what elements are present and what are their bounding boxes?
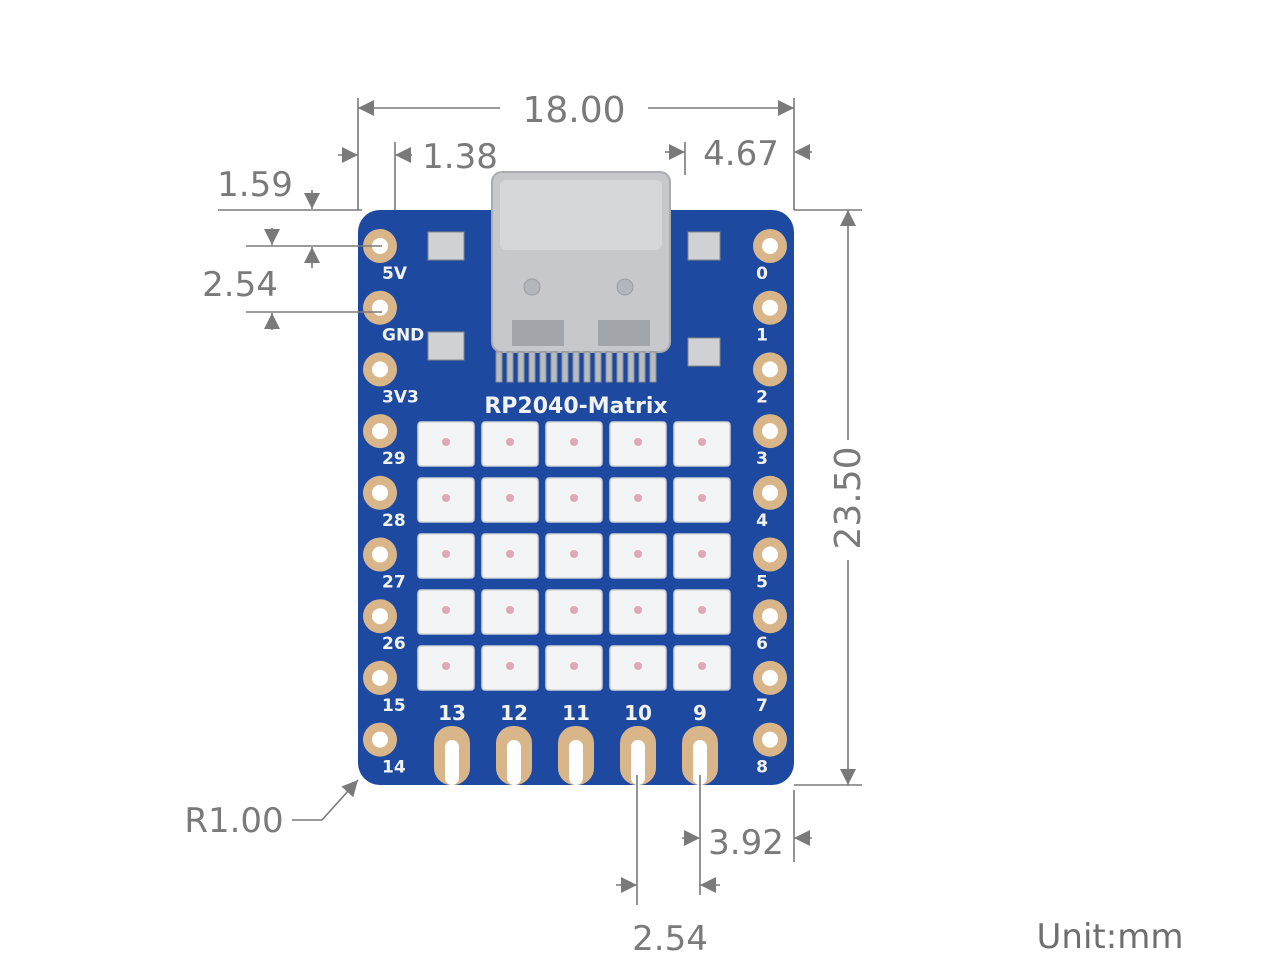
led: [673, 533, 731, 579]
bottom-pin-label: 9: [693, 701, 707, 725]
right-offset-label: 4.67: [703, 134, 779, 174]
led: [417, 421, 475, 467]
overhang-label: 1.59: [217, 165, 293, 205]
right-pin-label: 7: [756, 696, 768, 716]
bottom-offset-label: 3.92: [708, 823, 784, 863]
left-pin-label: 26: [382, 634, 406, 654]
left-pin-27: 27: [363, 537, 406, 593]
right-pin-label: 6: [756, 634, 768, 654]
led: [481, 645, 539, 691]
left-pin-14: 14: [363, 722, 406, 778]
led: [481, 589, 539, 635]
led: [673, 645, 731, 691]
left-pin-label: 28: [382, 511, 406, 531]
led: [417, 477, 475, 523]
right-pin-label: 0: [756, 264, 768, 284]
right-pin-label: 3: [756, 449, 768, 469]
right-pin-7: 7: [753, 660, 787, 716]
bottom-pin-label: 10: [624, 701, 652, 725]
led: [417, 533, 475, 579]
bottom-pin-label: 12: [500, 701, 528, 725]
left-pin-label: 5V: [382, 264, 408, 284]
left-pin-label: GND: [382, 326, 424, 346]
led: [545, 589, 603, 635]
bottom-pin-12: 12: [496, 701, 532, 785]
left-pin-label: 27: [382, 573, 406, 593]
right-pin-1: 1: [753, 290, 787, 346]
bottom-pin-10: 10: [620, 701, 656, 785]
left-pin-28: 28: [363, 475, 406, 531]
left-pin-label: 29: [382, 449, 406, 469]
unit-label: Unit:mm: [1037, 917, 1184, 957]
bottom-pin-label: 11: [562, 701, 590, 725]
corner-radius-label: R1.00: [184, 801, 283, 841]
led: [545, 645, 603, 691]
bottom-pin-13: 13: [434, 701, 470, 785]
led: [609, 589, 667, 635]
right-pin-6: 6: [753, 599, 787, 654]
led: [609, 477, 667, 523]
led: [545, 477, 603, 523]
left-pin-label: 14: [382, 758, 406, 778]
right-pin-8: 8: [753, 722, 787, 778]
led: [481, 421, 539, 467]
right-pin-label: 4: [756, 511, 768, 531]
height-label: 23.50: [828, 446, 869, 549]
right-pin-label: 8: [756, 758, 768, 778]
led: [417, 589, 475, 635]
right-pin-5: 5: [753, 537, 787, 593]
led: [545, 533, 603, 579]
bottom-pin-11: 11: [558, 701, 594, 785]
pin-pitch-label: 2.54: [202, 265, 278, 305]
led: [481, 477, 539, 523]
right-pin-0: 0: [753, 229, 787, 284]
led: [609, 645, 667, 691]
bottom-header: 13 12 11 10 9: [434, 701, 718, 785]
bottom-pin-9: 9: [682, 701, 718, 785]
led-matrix: [417, 421, 731, 691]
usb-pins: [495, 351, 657, 383]
left-offset-label: 1.38: [422, 137, 498, 177]
usb-c-connector: [427, 171, 721, 383]
bottom-pin-label: 13: [438, 701, 466, 725]
right-pin-label: 1: [756, 326, 768, 346]
right-pin-4: 4: [753, 475, 787, 531]
right-pin-label: 5: [756, 573, 768, 593]
led: [609, 533, 667, 579]
right-header: 0 1 2 3 4 5 6 7 8: [753, 229, 787, 778]
led: [673, 477, 731, 523]
left-pin-26: 26: [363, 599, 406, 654]
width-label: 18.00: [522, 90, 625, 131]
led: [673, 589, 731, 635]
right-pin-2: 2: [753, 352, 787, 407]
led: [481, 533, 539, 579]
left-pin-label: 3V3: [382, 387, 419, 407]
right-pin-3: 3: [753, 414, 787, 469]
left-pin-GND: GND: [363, 290, 424, 346]
left-pin-3V3: 3V3: [363, 352, 419, 407]
led: [417, 645, 475, 691]
bottom-pitch-label: 2.54: [632, 919, 708, 959]
left-pin-29: 29: [363, 414, 406, 469]
led: [609, 421, 667, 467]
led: [545, 421, 603, 467]
right-pin-label: 2: [756, 387, 768, 407]
led: [673, 421, 731, 467]
left-header: 5V GND 3V3 29 28 27 26 15 14: [363, 229, 424, 778]
board-name: RP2040-Matrix: [484, 394, 667, 419]
left-pin-15: 15: [363, 660, 406, 716]
left-pin-label: 15: [382, 696, 406, 716]
